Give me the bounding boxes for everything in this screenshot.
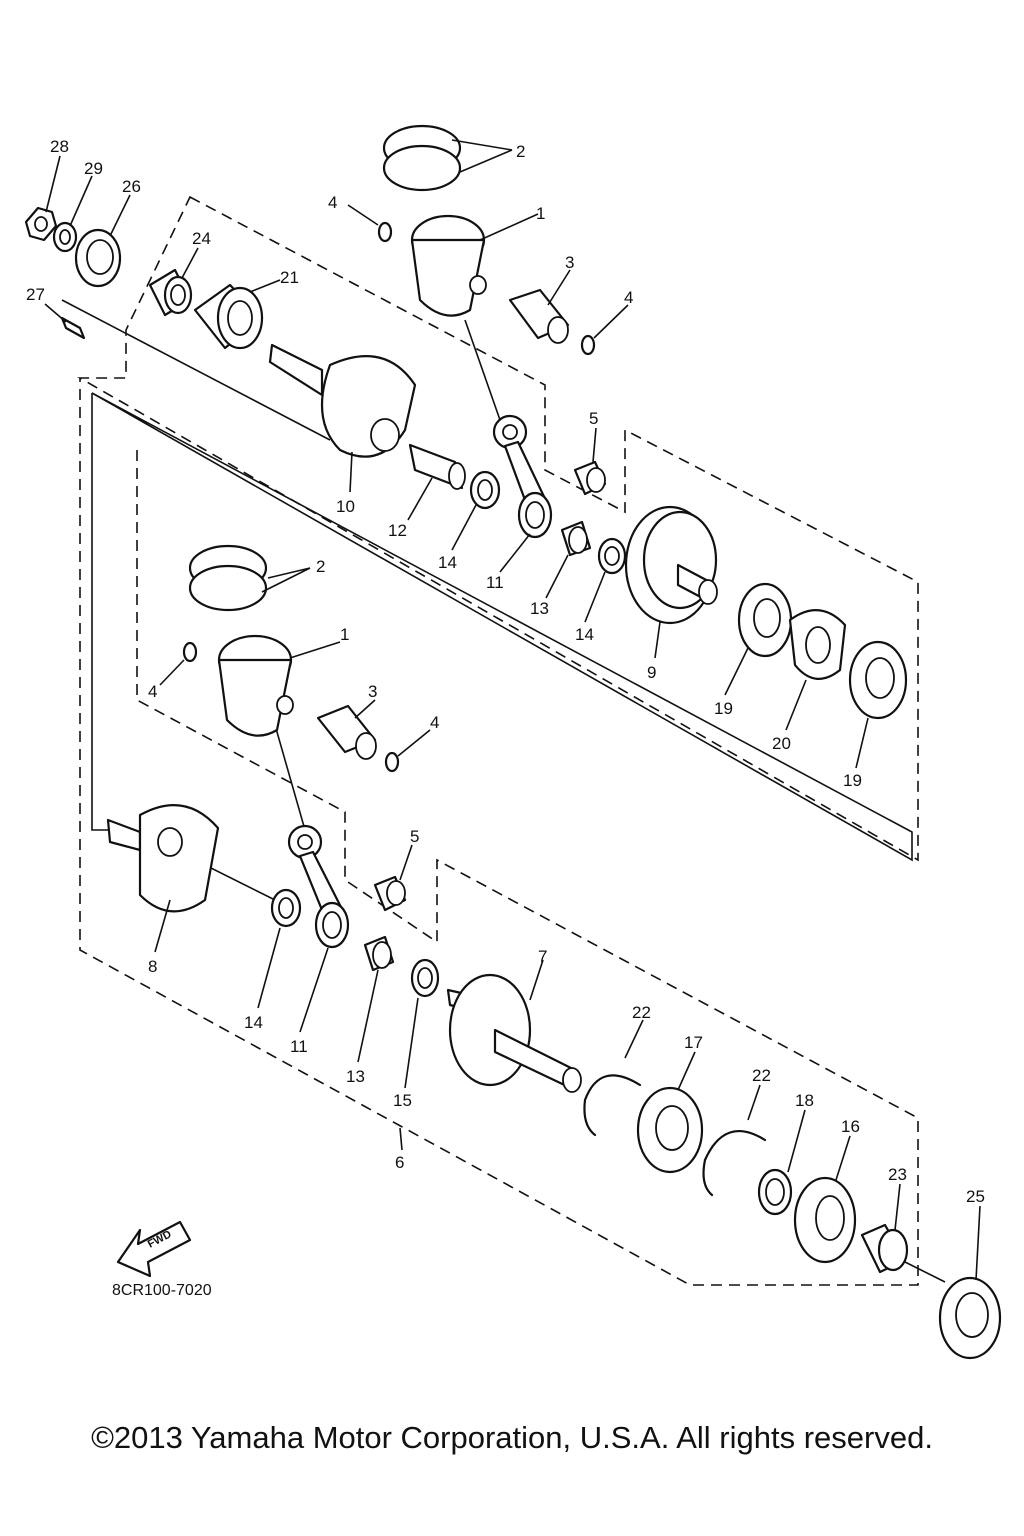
piston-to-rod-guide-lower [274,724,306,831]
lower-crank-assembly-boundary [79,378,919,1286]
nut-28 [24,206,58,242]
callout-4-upper-right: 4 [624,288,633,307]
callout-5-upper: 5 [589,409,598,428]
circlip-4-upper-right [580,334,596,356]
crank-web-9 [624,505,718,625]
thrust-washer-14-upper [469,470,501,510]
callout-4-lower-right: 4 [430,713,439,732]
callout-2-upper: 2 [516,142,525,161]
callout-11-lower: 11 [290,1037,308,1056]
callout-9: 9 [647,663,656,682]
callout-16: 16 [841,1117,860,1136]
callout-2-lower: 2 [316,557,325,576]
callout-13-upper: 13 [530,599,549,618]
crank-half-8 [106,803,220,913]
fwd-arrow-icon: FWD [116,1220,192,1278]
thrust-washer-14-upper-right [597,537,627,575]
piston-rings-2-upper [382,124,462,192]
bearing-17 [636,1086,704,1174]
callout-14-lower: 14 [244,1013,263,1032]
callout-24: 24 [192,229,211,248]
callout-14-upper: 14 [438,553,457,572]
callout-1-upper: 1 [536,204,545,223]
crank-bearing-13-lower [363,935,395,972]
bearing-16 [793,1176,857,1264]
callout-13-lower: 13 [346,1067,365,1086]
callout-15: 15 [393,1091,412,1110]
piston-to-rod-guide-upper [464,319,501,421]
piston-pin-bearing-5-upper [573,460,607,496]
circlip-4-upper-left [377,221,393,243]
callout-19-upper-right: 19 [843,771,862,790]
callout-7: 7 [538,947,547,966]
callout-numbers: 28 29 26 24 27 21 2 4 1 3 4 5 10 12 14 1… [26,137,985,1206]
crank-bearing-13-upper [560,520,592,557]
crank-web-7 [446,973,582,1093]
callout-4-lower-left: 4 [148,682,157,701]
callout-19-upper-left: 19 [714,699,733,718]
callout-17: 17 [684,1033,703,1052]
connecting-rod-11-upper [492,414,553,539]
callout-22-right: 22 [752,1066,771,1085]
callout-leaders [44,139,981,1281]
bearing-19-upper-left [737,582,793,658]
callout-8: 8 [148,957,157,976]
collar-23 [860,1223,909,1274]
callout-5-lower: 5 [410,827,419,846]
washer-18 [757,1168,793,1216]
oil-seal-26 [74,228,122,288]
circlip-4-lower-right [384,751,400,773]
callout-27: 27 [26,285,45,304]
circlip-22-left [583,1074,642,1137]
callout-4-upper-left: 4 [328,193,337,212]
callout-12: 12 [388,521,407,540]
piston-pin-3-lower [316,704,377,760]
callout-28: 28 [50,137,69,156]
piston-1-upper [410,214,487,317]
copyright-notice: ©2013 Yamaha Motor Corporation, U.S.A. A… [91,1420,933,1455]
piston-rings-2-lower [188,544,268,612]
thrust-washer-14-lower [270,888,302,928]
labyrinth-seal-20 [788,609,847,680]
oil-seal-25 [938,1276,1002,1360]
callout-18: 18 [795,1091,814,1110]
callout-21: 21 [280,268,299,287]
key-guide-line [61,299,331,441]
callout-1-lower: 1 [340,625,349,644]
washer-15 [410,958,440,998]
callout-26: 26 [122,177,141,196]
circlip-22-right [702,1130,767,1197]
key-27 [60,316,86,340]
callout-3-lower: 3 [368,682,377,701]
callout-14-upper-right: 14 [575,625,594,644]
washer-29 [52,221,78,253]
callout-22-left: 22 [632,1003,651,1022]
piston-pin-3-upper [508,288,570,344]
callout-6: 6 [395,1153,404,1172]
seal-25-guide-line [904,1261,946,1283]
piston-pin-bearing-5-lower [373,875,407,912]
callout-3-upper: 3 [565,253,574,272]
callout-20: 20 [772,734,791,753]
circlip-4-lower-left [182,641,198,663]
connecting-rod-11-lower [287,824,350,949]
bearing-19-upper-right [848,640,908,720]
bearing-21 [193,283,264,350]
collar-24 [148,268,193,317]
callout-11-upper: 11 [486,573,504,592]
upper-crankshaft-center-line [91,392,913,862]
callout-23: 23 [888,1165,907,1184]
piston-1-lower [217,634,294,737]
callout-25: 25 [966,1187,985,1206]
diagram-code: 8CR100-7020 [112,1282,212,1299]
crank-pin-12 [408,443,466,490]
crank-half-10 [268,343,417,458]
callout-10: 10 [336,497,355,516]
upper-crank-assembly-boundary [77,195,919,862]
callout-29: 29 [84,159,103,178]
